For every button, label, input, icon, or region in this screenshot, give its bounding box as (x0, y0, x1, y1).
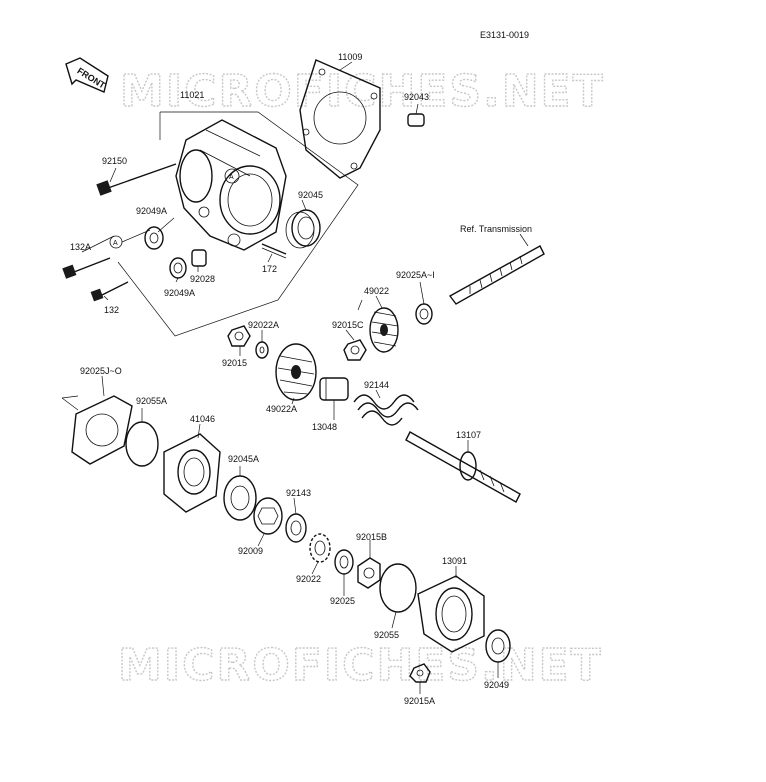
label-92055: 92055 (374, 630, 399, 640)
label-92049: 92049 (484, 680, 509, 690)
watermark-top: MICROFICHES.NET (120, 66, 605, 117)
label-92043: 92043 (404, 92, 429, 102)
label-49022: 49022 (364, 286, 389, 296)
marker-a-housing: A (229, 174, 234, 181)
label-11021: 11021 (180, 90, 204, 100)
collar-92143 (285, 513, 307, 543)
bushing-92009 (253, 497, 283, 535)
nut-92015A (409, 663, 431, 683)
bearing-92045A (223, 475, 257, 521)
label-92015B: 92015B (356, 532, 387, 542)
bolt-92150 (96, 163, 177, 196)
label-13048: 13048 (312, 422, 337, 432)
label-13107: 13107 (456, 430, 481, 440)
bevel-gear-49022A (275, 343, 317, 401)
nut-92015B (357, 557, 381, 589)
washer-92025 (334, 549, 354, 575)
label-41046: 41046 (190, 414, 215, 424)
stud-172 (261, 243, 287, 259)
bolt-132 (90, 281, 129, 302)
label-92015C: 92015C (332, 320, 364, 330)
leader-lines (81, 217, 499, 694)
label-13091: 13091 (442, 556, 467, 566)
bearing-holder-41046 (163, 433, 221, 513)
label-92022A: 92022A (248, 320, 279, 330)
label-92028: 92028 (190, 274, 215, 284)
transmission-shaft (448, 245, 545, 305)
label-92055A: 92055A (136, 396, 167, 406)
shim-92025A-I (415, 303, 433, 325)
ref-transmission-label: Ref. Transmission (460, 224, 532, 234)
spring-92144 (353, 394, 419, 426)
bearing-92045 (285, 209, 321, 249)
gasket-11009 (299, 59, 381, 179)
label-172: 172 (262, 264, 277, 274)
part-labels: Ref. Transmission 11009 11021 92043 9215… (70, 52, 532, 706)
label-92049A-lower: 92049A (164, 288, 195, 298)
label-11009: 11009 (338, 52, 362, 62)
label-92009: 92009 (238, 546, 263, 556)
nut-92015C (343, 339, 367, 361)
label-92143: 92143 (286, 488, 311, 498)
marker-a-left: A (113, 240, 118, 247)
bolt-132A (62, 257, 111, 279)
label-92025J-O: 92025J~O (80, 366, 122, 376)
o-ring-92055A (125, 421, 159, 467)
washer-92022A (255, 341, 269, 359)
label-92045: 92045 (298, 190, 323, 200)
label-92022: 92022 (296, 574, 321, 584)
coupling-13048 (319, 377, 349, 401)
housing-group-outline (117, 111, 359, 337)
label-92045A: 92045A (228, 454, 259, 464)
label-132A: 132A (70, 242, 91, 252)
drive-shaft-13107 (405, 431, 521, 503)
gear-case-housing-11021: A (175, 119, 287, 251)
label-92150: 92150 (102, 156, 127, 166)
label-92015: 92015 (222, 358, 247, 368)
oil-seal-92049A-lower (169, 257, 187, 279)
oil-seal-92049A-upper (144, 226, 164, 250)
label-92049A-upper: 92049A (136, 206, 167, 216)
label-92025: 92025 (330, 596, 355, 606)
label-92015A: 92015A (404, 696, 435, 706)
o-ring-92055 (379, 563, 417, 613)
front-arrow-icon: FRONT (65, 57, 109, 93)
doc-code: E3131-0019 (480, 30, 529, 40)
watermark-bottom: MICROFICHES.NET (118, 640, 603, 691)
label-132: 132 (104, 305, 119, 315)
lock-washer-92022 (309, 533, 331, 563)
gasket-92025J-O (71, 395, 133, 465)
label-92025A-I: 92025A~I (396, 270, 435, 280)
label-92144: 92144 (364, 380, 389, 390)
label-49022A: 49022A (266, 404, 297, 414)
bevel-gear-49022 (369, 307, 399, 353)
nut-92015 (227, 325, 251, 347)
collar-92028 (191, 249, 207, 267)
